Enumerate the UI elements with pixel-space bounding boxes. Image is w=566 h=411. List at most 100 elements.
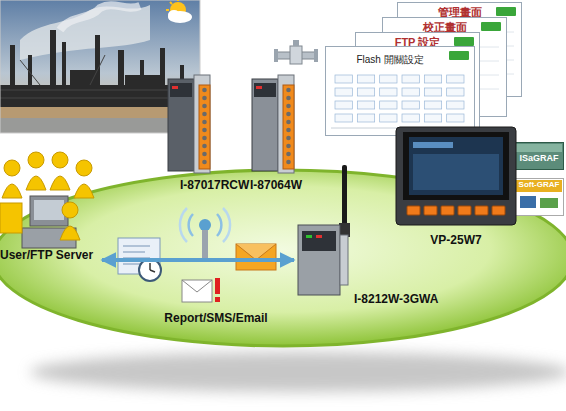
touch-panel: VP-25W7 [395, 126, 520, 248]
decor-circle [76, 160, 92, 176]
decor-rect [441, 206, 454, 215]
node-art [395, 126, 520, 248]
decor-path [60, 5, 140, 30]
decor-line [149, 263, 151, 270]
decor-circle [286, 144, 291, 149]
decor-line [123, 263, 140, 265]
decor-rect [520, 196, 536, 208]
decor-circle [202, 128, 207, 133]
decor-g [0, 55, 200, 98]
decor-rect [182, 280, 212, 302]
decor-line [123, 257, 150, 259]
io-module: I-8212W-3GWA [296, 165, 446, 307]
decor-rect [316, 235, 322, 238]
decor-rect [402, 114, 419, 122]
decor-g [274, 40, 318, 64]
decor-rect [335, 88, 352, 96]
decor-path [182, 280, 212, 292]
node-label: Flash 開關設定 [325, 54, 455, 65]
decor-rect [403, 132, 509, 200]
decor-rect [515, 179, 564, 216]
node-label: I-87064W [250, 179, 326, 192]
decor-line [150, 270, 155, 272]
decor-rect [283, 85, 294, 169]
decor-circle [52, 152, 68, 168]
decor-g [118, 238, 161, 281]
decor-circle [139, 259, 161, 281]
decor-rect [458, 206, 471, 215]
node-label: 管理畫面 [397, 6, 522, 18]
decor-circle [202, 152, 207, 157]
decor-rect [215, 278, 220, 294]
node-art [296, 165, 446, 307]
decor-rect [340, 235, 348, 285]
decor-rect [0, 203, 22, 233]
decor-rect [326, 47, 475, 136]
decor-rect [252, 79, 278, 171]
decor-circle [286, 160, 291, 165]
node-art [250, 75, 326, 195]
decor-circle [286, 112, 291, 117]
decor-rect [236, 244, 276, 270]
decor-rect [314, 49, 318, 62]
decor-path [2, 184, 22, 198]
decor-circle [202, 160, 207, 165]
decor-ellipse [30, 352, 566, 392]
decor-rect [413, 142, 453, 148]
decor-path [236, 244, 276, 260]
decor-circle [62, 202, 78, 218]
decor-rect [424, 75, 441, 83]
decor-rect [278, 75, 294, 173]
decor-rect [447, 101, 464, 109]
user-group: User/FTP Server [0, 148, 100, 264]
decor-circle [286, 96, 291, 101]
decor-rect [202, 230, 208, 260]
decor-circle [286, 104, 291, 109]
decor-rect [380, 75, 397, 83]
decor-rect [449, 51, 469, 60]
decor-rect [170, 83, 192, 97]
decor-rect [481, 22, 501, 31]
decor-path [50, 176, 70, 190]
decor-rect [274, 49, 278, 62]
decor-g [180, 208, 230, 260]
node-label: VP-25W7 [395, 234, 517, 247]
decor-rect [290, 46, 302, 64]
software-logo: Soft-GRAF [514, 178, 564, 216]
decor-path [217, 214, 221, 236]
decor-path [74, 184, 94, 198]
decor-circle [286, 136, 291, 141]
decor-rect [335, 101, 352, 109]
decor-rect [496, 7, 516, 16]
decor-rect [335, 114, 352, 122]
decor-circle [202, 112, 207, 117]
decor-rect [293, 40, 299, 46]
decor-line [170, 2, 172, 4]
decor-rect [125, 75, 165, 90]
decor-rect [357, 114, 374, 122]
decor-rect [34, 200, 64, 220]
decor-rect [475, 206, 488, 215]
report-link-arrow [102, 258, 294, 262]
decor-circle [202, 144, 207, 149]
decor-rect [447, 88, 464, 96]
decor-rect [447, 75, 464, 83]
decor-rect [256, 86, 262, 89]
decor-line [123, 251, 145, 253]
decor-rect [424, 101, 441, 109]
decor-line [177, 0, 179, 1]
decor-circle [202, 120, 207, 125]
decor-path [20, 5, 150, 60]
node-label: 校正畫面 [382, 21, 507, 33]
decor-rect [447, 114, 464, 122]
decor-rect [335, 75, 352, 83]
decor-circle [286, 88, 291, 93]
decor-circle [202, 88, 207, 93]
decor-rect [402, 75, 419, 83]
decor-rect [540, 198, 558, 208]
node-label: ISaGRAF [514, 154, 564, 164]
decor-rect [215, 297, 220, 302]
decor-rect [254, 83, 276, 97]
decor-rect [516, 144, 562, 152]
